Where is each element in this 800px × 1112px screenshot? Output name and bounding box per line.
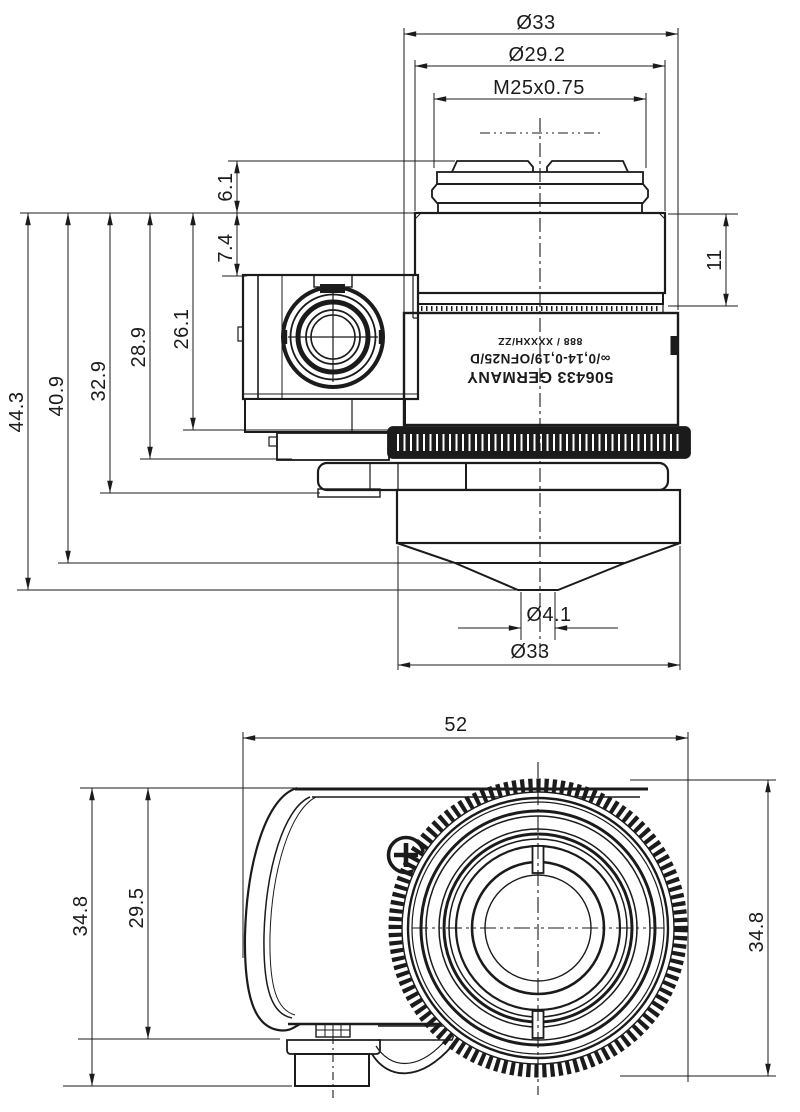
upper-barrel — [401, 211, 667, 314]
dim-label-d29-2: Ø29.2 — [509, 44, 566, 66]
port-lens-rings — [281, 285, 385, 389]
port-top-clamp — [313, 274, 353, 293]
dim-label-d4-1: Ø4.1 — [526, 604, 571, 626]
dim-label-thread: M25x0.75 — [493, 77, 585, 99]
dim-label-29-5: 29.5 — [126, 888, 148, 929]
engraving: 506433 GERMANY ∞/0,14-0,19/OFN25/D 888 /… — [467, 335, 614, 385]
front-view-dimensions: 52 34.8 29.5 34.8 — [63, 714, 776, 1087]
dim-label-34-8-right: 34.8 — [746, 912, 768, 953]
dim-label-40-9: 40.9 — [46, 376, 68, 417]
side-view: 506433 GERMANY ∞/0,14-0,19/OFN25/D 888 /… — [6, 12, 738, 670]
dim-label-d33-top: Ø33 — [516, 12, 555, 34]
side-view-dimensions: Ø33 Ø29.2 M25x0.75 6.1 7.4 26.1 28.9 32.… — [6, 12, 738, 670]
centerlines-front — [332, 762, 664, 1098]
dim-label-d33-bottom: Ø33 — [510, 641, 549, 663]
engraving-line-2: ∞/0,14-0,19/OFN25/D — [470, 351, 611, 366]
front-view: 52 34.8 29.5 34.8 — [63, 714, 776, 1098]
dim-label-11: 11 — [704, 249, 726, 271]
nose-cone — [395, 488, 682, 591]
main-body — [402, 311, 680, 427]
centerlines-side — [480, 118, 602, 658]
dim-label-34-8-left: 34.8 — [70, 896, 92, 937]
dim-label-6-1: 6.1 — [215, 172, 237, 201]
thread-flats — [451, 160, 629, 173]
engraving-line-3: 888 / XXXXH/ZZ — [498, 335, 583, 347]
dim-label-32-9: 32.9 — [88, 361, 110, 402]
side-port-box — [237, 273, 420, 401]
dim-label-52: 52 — [444, 714, 467, 736]
dim-label-7-4: 7.4 — [215, 233, 237, 262]
dim-label-44-3: 44.3 — [6, 392, 28, 433]
knurled-ring — [387, 426, 691, 459]
dim-label-28-9: 28.9 — [128, 327, 150, 368]
body-index-mark — [670, 336, 678, 355]
dim-label-26-1: 26.1 — [171, 309, 193, 350]
link-arm — [371, 1041, 453, 1075]
